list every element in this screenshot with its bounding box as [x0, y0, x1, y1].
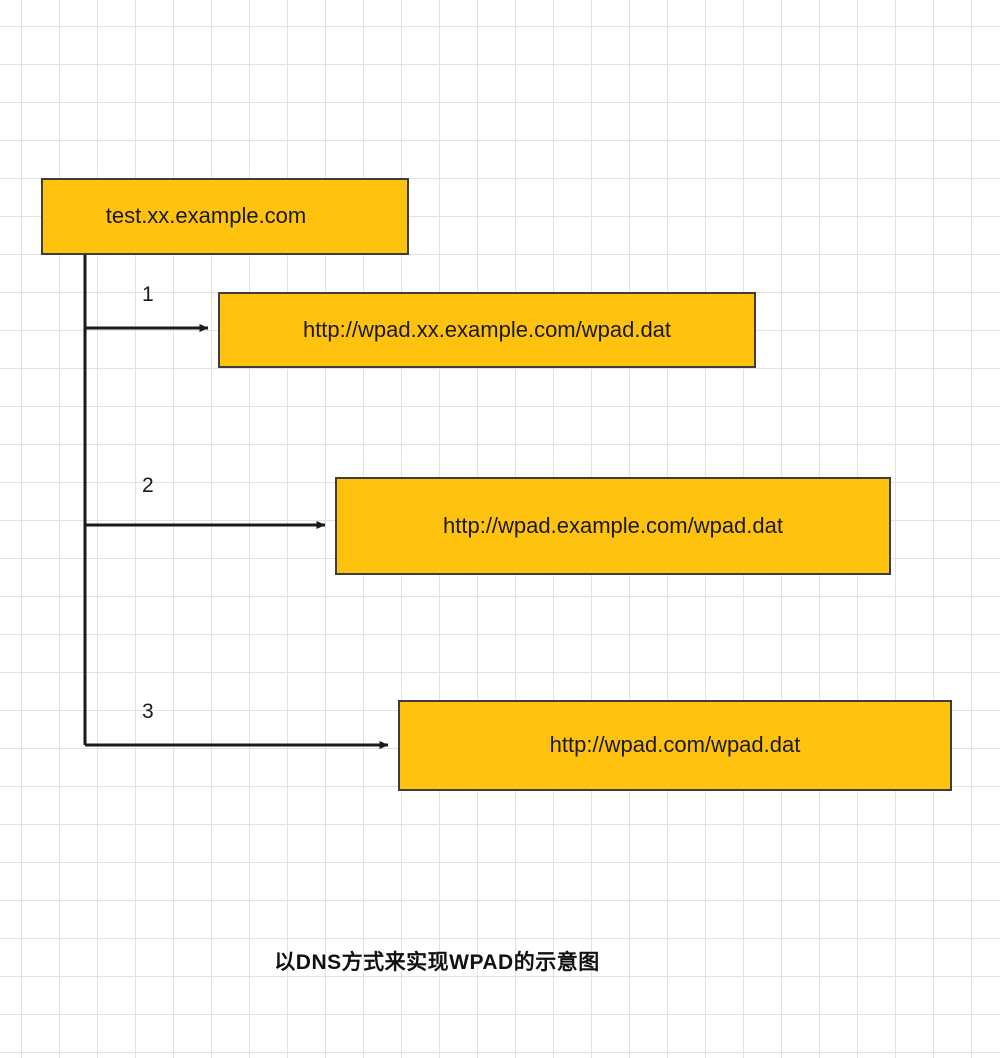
diagram-caption: 以DNS方式来实现WPAD的示意图	[274, 951, 600, 974]
node-root-label: test.xx.example.com	[105, 203, 307, 229]
node-wpad-com-label: http://wpad.com/wpad.dat	[549, 732, 801, 758]
node-wpad-example[interactable]: http://wpad.example.com/wpad.dat	[335, 477, 891, 575]
node-wpad-example-label: http://wpad.example.com/wpad.dat	[443, 512, 783, 538]
node-wpad-xx-example-label: http://wpad.xx.example.com/wpad.dat	[302, 316, 672, 342]
node-wpad-com[interactable]: http://wpad.com/wpad.dat	[398, 700, 952, 791]
edge-label-1: 1	[142, 283, 154, 306]
edge-label-3: 3	[142, 700, 154, 723]
node-root[interactable]: test.xx.example.com	[41, 178, 409, 255]
edge-label-2: 2	[142, 474, 154, 497]
node-wpad-xx-example[interactable]: http://wpad.xx.example.com/wpad.dat	[218, 292, 756, 368]
